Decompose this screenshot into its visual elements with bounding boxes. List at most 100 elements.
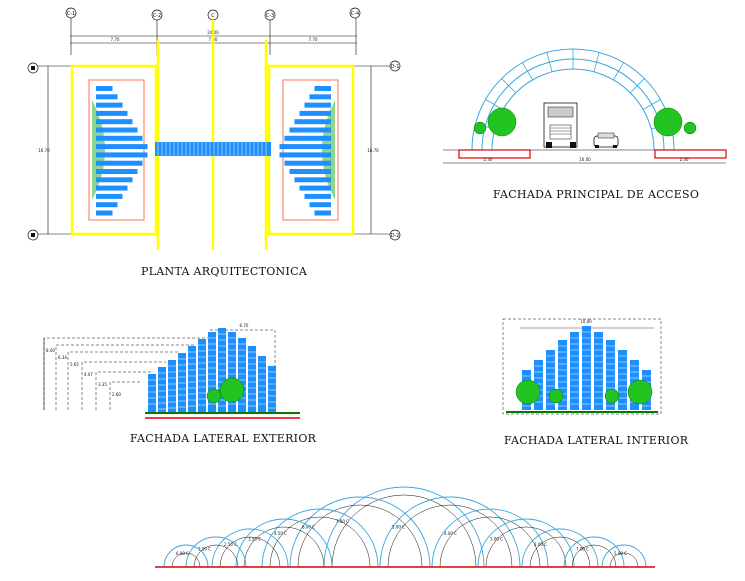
arch-ring: [379, 496, 521, 568]
axis-label-c4: C-4: [351, 11, 359, 17]
axis-label-c2: C-2: [153, 13, 161, 19]
plan-bar: [294, 177, 331, 183]
int-top-dim: 10.00: [580, 319, 592, 324]
arch-label: 3.50 C: [248, 537, 261, 542]
arch-ring-inner: [243, 526, 325, 568]
central-bridge-beam: [155, 142, 271, 156]
int-column: [534, 360, 543, 410]
arch-ring-inner: [193, 544, 239, 568]
ext-level-label: 2.60: [112, 392, 121, 397]
arch-label: 4.00 C: [444, 531, 457, 536]
plan-bar: [96, 177, 133, 183]
ext-column: [178, 353, 186, 412]
plan-bar: [96, 86, 113, 91]
lateral-exterior-facade: 8.006.345.654.073.352.60 6.70: [43, 323, 300, 419]
arch-label: 5.00 C: [392, 525, 405, 530]
facade-dim-right: 2.30: [680, 157, 689, 162]
plan-bar: [96, 160, 143, 166]
facade-dim-left: 2.30: [484, 157, 493, 162]
ext-column: [188, 346, 196, 412]
arch-ring: [211, 528, 289, 568]
arch-ring-inner: [171, 552, 201, 568]
arch-segment: [613, 62, 624, 81]
ext-level-label: 8.00: [46, 348, 55, 353]
arch-segment: [546, 52, 553, 72]
arch-ring: [431, 508, 549, 568]
arch-segment: [593, 52, 600, 72]
arch-ring: [563, 536, 625, 568]
car-icon: [593, 132, 619, 148]
plan-bar: [96, 202, 118, 208]
arch-label: 5.00 C: [614, 551, 627, 556]
plan-bar: [289, 169, 331, 174]
title-main-facade: FACHADA PRINCIPAL DE ACCESO: [493, 188, 700, 201]
arch-segment: [485, 99, 504, 110]
plan-steel-bars-left: [96, 86, 148, 216]
plan-bar: [314, 210, 331, 216]
plan-bar: [96, 210, 113, 216]
axis-label-c1: C-1: [67, 11, 75, 17]
ext-column: [258, 356, 266, 412]
int-column: [558, 340, 567, 410]
arch-label: 7.00 C: [576, 547, 589, 552]
plan-bar: [304, 193, 331, 199]
plan-bar: [314, 86, 331, 91]
arch-segment: [642, 99, 661, 110]
ext-level-label: 5.65: [70, 362, 79, 367]
ext-steel-columns: [148, 328, 276, 412]
plan-bar: [309, 94, 331, 100]
axis-label-c: C: [211, 13, 215, 19]
plan-bar: [96, 144, 148, 150]
arch-label: 6.00 C: [176, 551, 189, 556]
arch-ring-inner: [219, 536, 281, 568]
title-lateral-interior: FACHADA LATERAL INTERIOR: [504, 434, 689, 447]
arch-label: 3.00 C: [490, 537, 503, 542]
truck-icon: [543, 102, 578, 148]
plan-bar: [304, 102, 331, 108]
plan-bar: [96, 169, 138, 174]
plan-bar: [96, 102, 123, 108]
main-access-facade: 2.30 10.00 2.30: [443, 48, 727, 164]
plan-bar: [96, 110, 128, 116]
ext-top-dim: 6.70: [240, 323, 249, 328]
arch-ring: [521, 528, 599, 568]
ext-column: [228, 332, 236, 412]
plan-bar: [284, 160, 331, 166]
plan-bar: [309, 202, 331, 208]
ext-column: [238, 338, 246, 412]
plan-bar: [96, 135, 143, 141]
plan-bar: [299, 110, 331, 116]
arch-label: 1.50 C: [198, 547, 211, 552]
arch-ring-inner: [269, 516, 371, 568]
plan-bar: [96, 185, 128, 191]
arch-ring-inner: [485, 526, 567, 568]
axis-label-d2: D-2: [391, 233, 400, 239]
dim-right-span: 7.70: [309, 37, 318, 42]
plan-steel-bars-right: [279, 86, 331, 216]
arch-ring: [235, 518, 333, 568]
dim-side-right: 16.70: [367, 148, 379, 153]
ext-column: [208, 332, 216, 412]
arch-ring: [185, 536, 247, 568]
ext-column: [248, 346, 256, 412]
plan-bar: [96, 152, 148, 158]
axis-label-c3: C-3: [266, 13, 274, 19]
floor-plan: C-1 C-2 C C-3 C-4 D-1 D-2 24.00 7.00 7.7…: [27, 7, 401, 250]
arch-ring: [289, 496, 431, 568]
arch-label: 2.50 C: [224, 542, 237, 547]
plan-bar: [279, 152, 331, 158]
ext-level-label: 3.35: [98, 382, 107, 387]
title-plan: PLANTA ARQUITECTONICA: [141, 265, 308, 278]
ext-column: [168, 360, 176, 412]
ext-column: [148, 374, 156, 412]
plan-bar: [299, 185, 331, 191]
plan-bar: [279, 144, 331, 150]
int-column: [594, 332, 603, 410]
arch-ring: [477, 518, 575, 568]
arch-ring: [323, 486, 485, 568]
arch-ring-inner: [571, 544, 617, 568]
plan-bar: [96, 193, 123, 199]
plan-bar: [96, 119, 133, 125]
arch-label: 6.00 C: [302, 525, 315, 530]
